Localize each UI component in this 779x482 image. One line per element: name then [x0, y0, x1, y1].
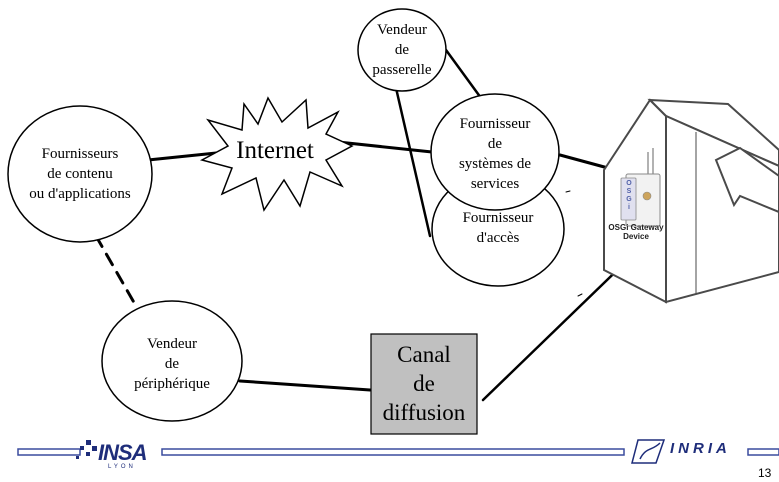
inria-logo: INRIA — [670, 440, 731, 457]
footer-bar — [17, 439, 779, 464]
footer-bar-right — [747, 448, 779, 456]
inria-logo-swirl — [639, 442, 661, 460]
insa-logo: INSA — [98, 440, 148, 465]
node-fournisseur-systemes-circle — [430, 93, 560, 211]
link-internet-systemes — [336, 140, 434, 154]
osgi-device-icon — [620, 148, 661, 227]
insa-logo-subtitle: LYON — [108, 464, 136, 470]
link-passerelle-systemes — [444, 48, 483, 100]
insa-logo-dots — [76, 440, 97, 459]
link-contenu-peripherique-dashed — [94, 234, 138, 308]
footer-bar-left — [17, 448, 81, 456]
node-fournisseurs-contenu-circle — [7, 105, 153, 243]
osgi-badge-label: O S G i — [626, 180, 632, 211]
house-dormer — [714, 146, 779, 214]
connectors — [94, 48, 638, 402]
internet-starburst — [199, 96, 354, 212]
vendeur-passerelle-label: Vendeur de passerelle — [372, 22, 432, 78]
fournisseur-acces-label: Fournisseur d'accès — [462, 210, 534, 246]
footer-bar-main — [161, 448, 625, 456]
fournisseur-systemes-label: Fournisseur de systèmes de services — [458, 116, 532, 192]
node-vendeur-passerelle-circle — [357, 8, 447, 92]
node-vendeur-peripherique-circle — [101, 300, 243, 422]
link-canal-device — [481, 250, 638, 402]
canal-diffusion-box — [370, 333, 478, 435]
tick-mark — [577, 293, 583, 297]
vendeur-peripherique-label: Vendeur de périphérique — [134, 336, 210, 392]
osgi-gateway-device-label: OSGi Gateway Device — [608, 223, 664, 241]
internet-label: Internet — [236, 137, 314, 164]
fournisseurs-contenu-label: Fournisseurs de contenu ou d'application… — [29, 146, 131, 202]
link-peripherique-canal — [238, 379, 372, 392]
page-number: 13 — [758, 466, 772, 480]
house-roof — [647, 98, 779, 168]
link-systemes-device — [558, 153, 610, 170]
link-passerelle-acces — [394, 86, 432, 238]
tick-mark — [565, 190, 571, 193]
canal-diffusion-label: Canal de diffusion — [382, 342, 466, 425]
